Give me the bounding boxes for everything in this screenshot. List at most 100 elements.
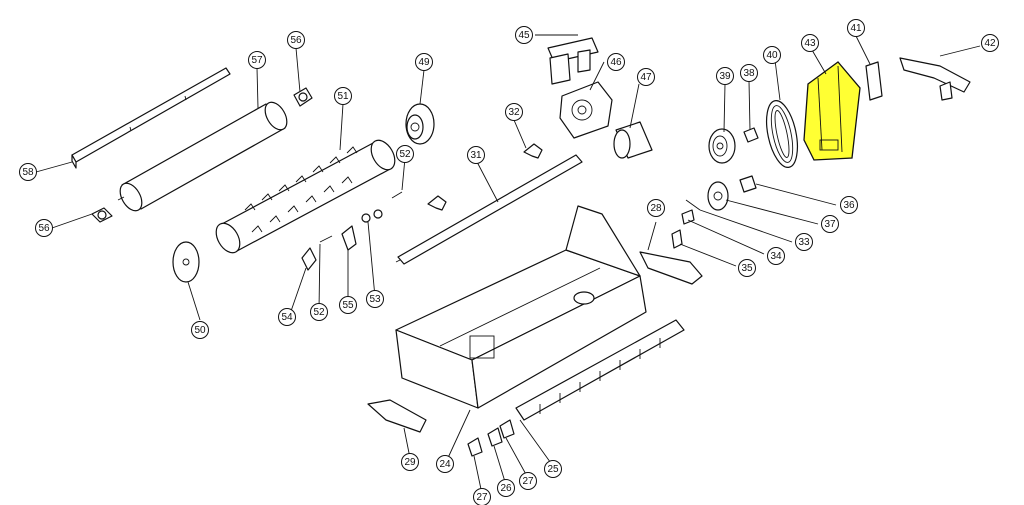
callout-label: 40 [766, 50, 778, 61]
callout-34: 34 [767, 247, 785, 265]
callout-circle [278, 308, 296, 326]
callout-label: 43 [804, 38, 816, 49]
callout-46: 46 [607, 53, 625, 71]
callout-circle [607, 53, 625, 71]
callout-circle [467, 146, 485, 164]
callout-37: 37 [821, 215, 839, 233]
part-42-bracket-arm [899, 57, 971, 101]
callout-circle [19, 163, 37, 181]
part-51-rotor [215, 139, 396, 254]
callout-circle [981, 34, 999, 52]
callout-circle [415, 53, 433, 71]
callout-label: 28 [650, 203, 662, 214]
callout-label: 25 [547, 464, 559, 475]
callout-label: 27 [522, 476, 534, 487]
callout-label: 29 [404, 457, 416, 468]
callout-29: 29 [401, 453, 419, 471]
callout-circle [436, 455, 454, 473]
part-45-bracket [547, 37, 599, 85]
part-29-side-skid [367, 399, 427, 433]
part-41-plate [865, 61, 883, 101]
part-50-disc [172, 241, 200, 283]
callout-circle [191, 321, 209, 339]
callout-label: 39 [719, 71, 731, 82]
callout-circle [334, 87, 352, 105]
callout-circle [473, 488, 491, 505]
callout-label: 46 [610, 57, 622, 68]
part-28-side-plate [639, 251, 703, 285]
part-31-shaft [395, 154, 583, 265]
callout-label: 24 [439, 459, 451, 470]
callout-circle [519, 472, 537, 490]
callout-label: 50 [194, 325, 206, 336]
callout-circle [401, 453, 419, 471]
callout-circle [287, 31, 305, 49]
callout-label: 42 [984, 38, 996, 49]
part-56-bearing-top [293, 87, 313, 107]
callout-label: 38 [743, 68, 755, 79]
callout-56: 56 [287, 31, 305, 49]
callout-circle [505, 103, 523, 121]
callout-50: 50 [191, 321, 209, 339]
callout-circle [396, 145, 414, 163]
callout-label: 37 [824, 219, 836, 230]
callout-52: 52 [310, 303, 328, 321]
callout-27: 27 [519, 472, 537, 490]
part-39-pulley [708, 128, 736, 164]
callout-circle [840, 196, 858, 214]
callout-circle [647, 199, 665, 217]
callout-label: 52 [399, 149, 411, 160]
callout-26: 26 [497, 479, 515, 497]
callout-55: 55 [339, 296, 357, 314]
callout-label: 49 [418, 57, 430, 68]
callout-36: 36 [840, 196, 858, 214]
callout-28: 28 [647, 199, 665, 217]
part-58-bar [71, 67, 231, 169]
callout-35: 35 [738, 259, 756, 277]
callout-57: 57 [248, 51, 266, 69]
callout-label: 45 [518, 30, 530, 41]
callout-24: 24 [436, 455, 454, 473]
callout-circle [515, 26, 533, 44]
part-46-gearbox [559, 81, 613, 139]
callout-33: 33 [795, 233, 813, 251]
callout-56: 56 [35, 219, 53, 237]
part-38-nut [743, 127, 759, 143]
callout-27: 27 [473, 488, 491, 505]
callout-circle [847, 19, 865, 37]
callout-circle [637, 68, 655, 86]
callout-circle [821, 215, 839, 233]
leader-lines [35, 34, 981, 495]
callout-32: 32 [505, 103, 523, 121]
callout-label: 33 [798, 237, 810, 248]
callout-43: 43 [801, 34, 819, 52]
part-43-belt-guard-highlighted [803, 61, 861, 161]
callout-31: 31 [467, 146, 485, 164]
callout-label: 31 [470, 150, 482, 161]
callout-circle [339, 296, 357, 314]
callout-42: 42 [981, 34, 999, 52]
callout-58: 58 [19, 163, 37, 181]
callout-label: 55 [342, 300, 354, 311]
part-47-coupling [613, 121, 653, 159]
part-37-pulley [707, 181, 729, 211]
callout-label: 51 [337, 91, 349, 102]
callout-label: 26 [500, 483, 512, 494]
callout-label: 57 [251, 55, 263, 66]
part-56-bearing-left [91, 207, 113, 223]
callout-circle [763, 46, 781, 64]
callout-circle [795, 233, 813, 251]
callout-41: 41 [847, 19, 865, 37]
callout-label: 54 [281, 312, 293, 323]
callout-45: 45 [515, 26, 533, 44]
callout-circle [497, 479, 515, 497]
callout-39: 39 [716, 67, 734, 85]
hardware-52-55 [301, 191, 403, 271]
small-bracket [427, 195, 447, 211]
callout-circle [35, 219, 53, 237]
part-57-roller [117, 101, 288, 212]
callout-circle [544, 460, 562, 478]
callout-53: 53 [366, 290, 384, 308]
